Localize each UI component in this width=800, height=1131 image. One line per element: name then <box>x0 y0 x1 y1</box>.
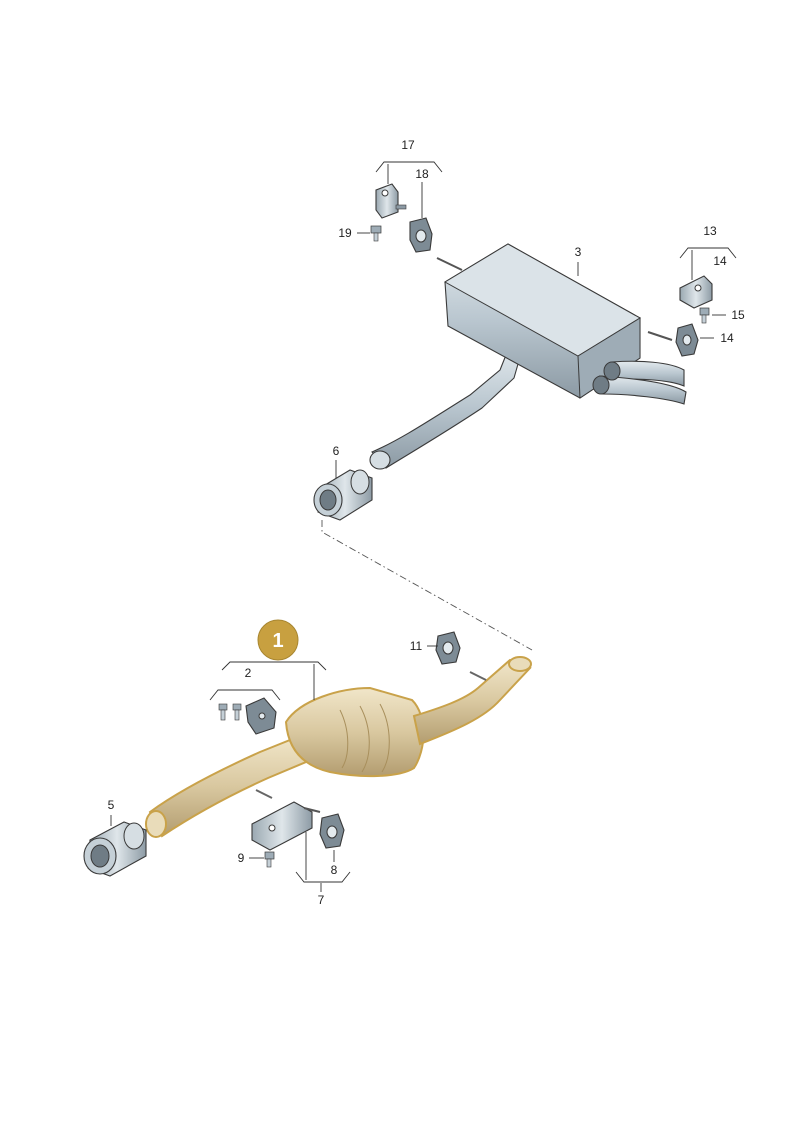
callout-14-bottom[interactable]: 14 <box>720 331 734 345</box>
rubber-mount-14 <box>675 323 699 357</box>
bolt-19 <box>370 225 382 242</box>
rear-inlet-pipe <box>371 344 523 469</box>
muffler-stud-left <box>436 257 463 271</box>
highlight-badge-label: 1 <box>272 630 283 652</box>
clamp-6 <box>313 469 373 521</box>
rubber-mount-11 <box>435 631 461 665</box>
rear-silencer-end-cap <box>577 317 641 399</box>
bolt-15 <box>699 307 710 324</box>
connection-dash-line <box>321 520 533 651</box>
callout-2[interactable]: 2 <box>245 666 252 680</box>
bracket-7 <box>251 801 321 851</box>
tailpipe-upper-end <box>603 361 621 381</box>
rear-inlet-pipe-end <box>369 450 391 470</box>
catalyst-outlet-pipe <box>412 658 532 746</box>
callout-13[interactable]: 13 <box>703 224 717 238</box>
muffler-stud-right <box>647 331 673 341</box>
callout-14-top[interactable]: 14 <box>713 254 727 268</box>
callout-7[interactable]: 7 <box>318 893 325 907</box>
callout-17[interactable]: 17 <box>401 138 415 152</box>
catalytic-converter <box>284 686 425 778</box>
hanger-bracket-17 <box>375 183 407 219</box>
catalyst-outlet-end <box>508 656 532 672</box>
rubber-mount-18 <box>409 217 433 253</box>
callout-11[interactable]: 11 <box>410 639 423 653</box>
callout-18[interactable]: 18 <box>415 167 429 181</box>
callout-6[interactable]: 6 <box>333 444 340 458</box>
clamp-5 <box>83 821 147 877</box>
bolt-9 <box>264 851 275 868</box>
highlight-badge[interactable] <box>257 619 299 661</box>
tailpipe-lower-end <box>592 375 610 395</box>
front-pipe-end <box>145 810 167 838</box>
tailpipe-lower <box>599 375 687 405</box>
hanger-bracket-13 <box>679 275 713 309</box>
callout-19[interactable]: 19 <box>338 226 352 240</box>
callout-8[interactable]: 8 <box>331 863 338 877</box>
leader-lines <box>110 161 737 892</box>
callout-3[interactable]: 3 <box>575 245 582 259</box>
callout-15[interactable]: 15 <box>731 308 745 322</box>
front-pipe-catalyst-assembly <box>145 656 532 838</box>
rear-silencer-assembly <box>369 243 687 470</box>
rubber-mount-8 <box>319 813 345 849</box>
bracket-2 <box>218 697 277 735</box>
callout-9[interactable]: 9 <box>238 851 245 865</box>
callout-5[interactable]: 5 <box>108 798 115 812</box>
